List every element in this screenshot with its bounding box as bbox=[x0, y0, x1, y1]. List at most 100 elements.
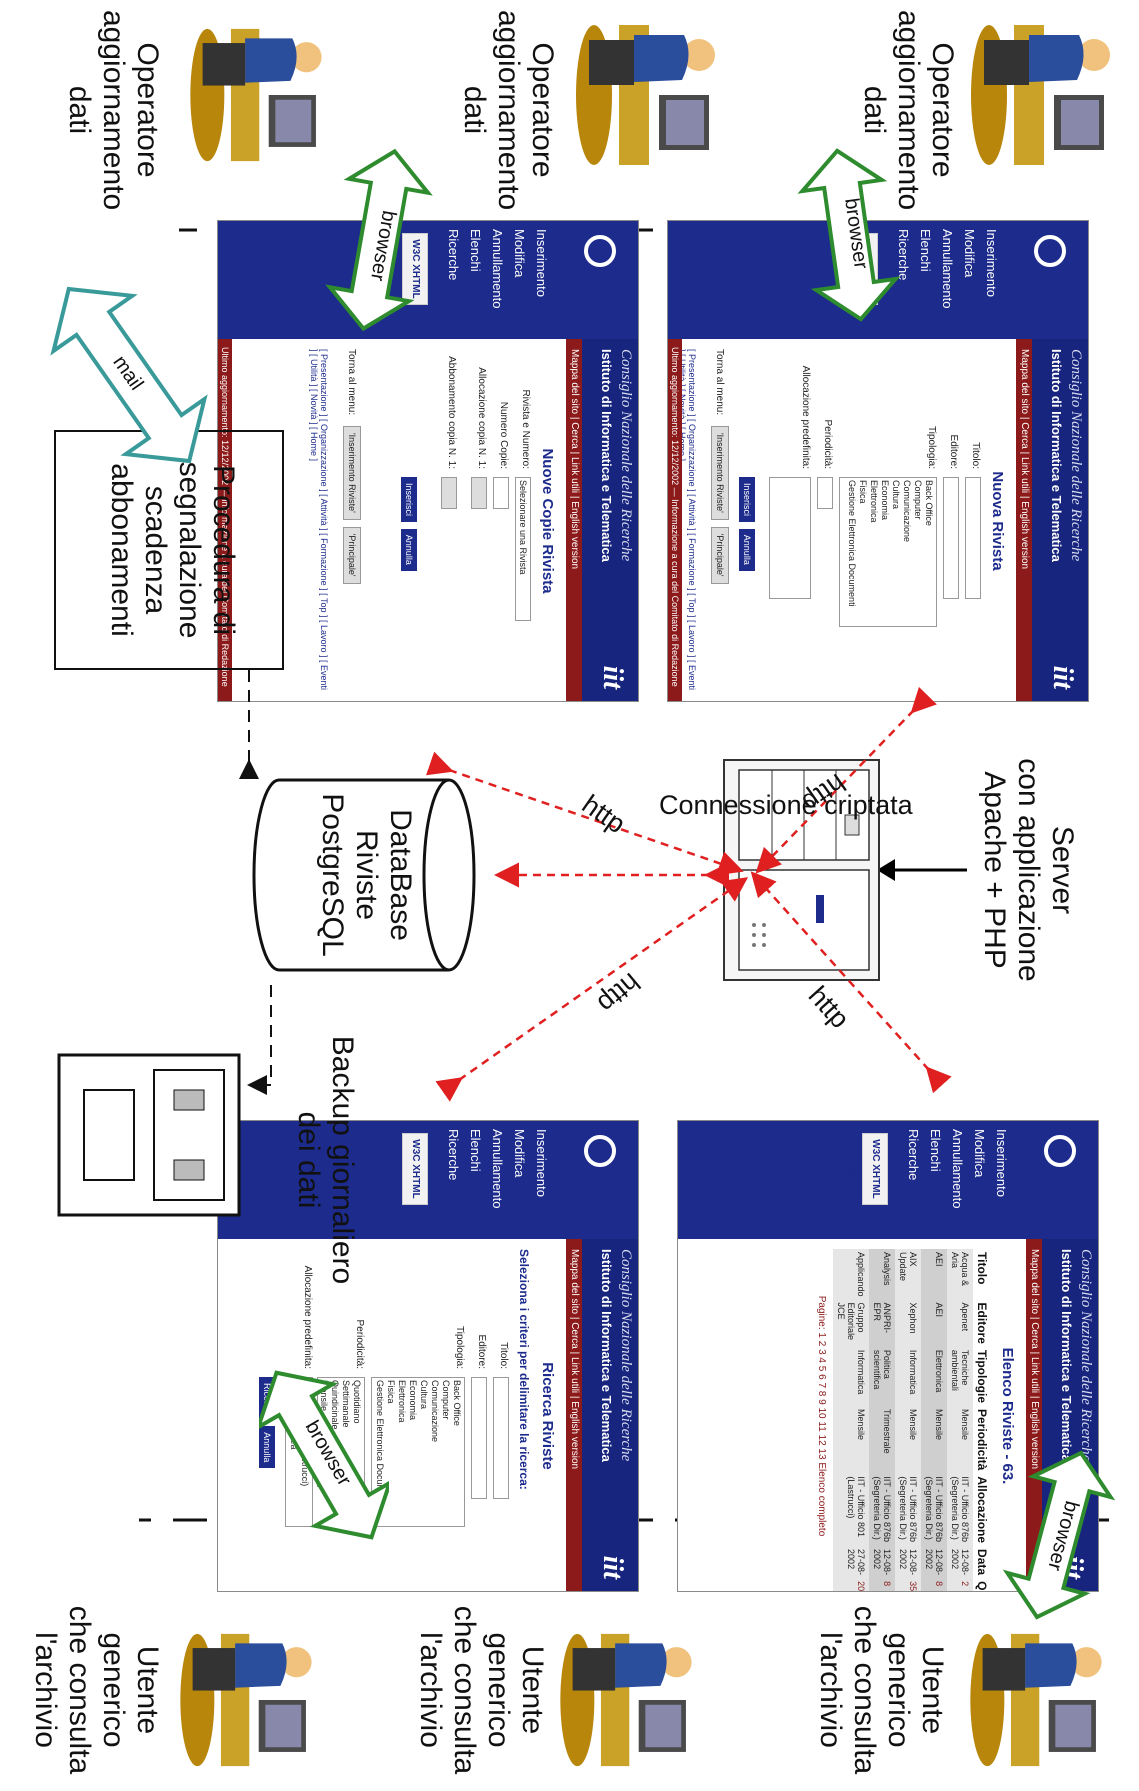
annulla-button[interactable]: Annulla bbox=[401, 528, 417, 571]
inserisci-button[interactable]: Inserisci bbox=[401, 477, 417, 523]
table-cell: Elettronica bbox=[921, 1346, 947, 1406]
field-editore: Editore: bbox=[937, 349, 959, 693]
table-cell: 12-08-2002 bbox=[895, 1546, 921, 1579]
inserimento-riviste-button[interactable]: 'Inserimento Riviste' bbox=[711, 425, 729, 520]
menu-item-modifica[interactable]: Modifica bbox=[512, 229, 527, 278]
table-cell: Mensile bbox=[833, 1406, 869, 1474]
column-header: Allocazione bbox=[975, 1476, 989, 1544]
table-cell: AIX Update bbox=[895, 1249, 921, 1300]
annulla-button[interactable]: Annulla bbox=[739, 528, 755, 571]
column-header: Periodicità bbox=[975, 1409, 989, 1471]
label-line: Utente generico bbox=[882, 1632, 949, 1748]
server-label: Server con applicazione Apache + PHP bbox=[977, 720, 1079, 1020]
quantity-link[interactable]: 2 bbox=[947, 1578, 973, 1592]
allocazione-select[interactable] bbox=[471, 477, 487, 509]
mail-arrow-icon bbox=[50, 286, 208, 464]
table-cell: IIT - Ufficio 876b (Segreteria Dir.) bbox=[869, 1473, 895, 1547]
list-item[interactable]: Back Office bbox=[452, 1380, 462, 1426]
list-item[interactable]: Economia bbox=[408, 1380, 418, 1421]
principale-button[interactable]: 'Principale' bbox=[343, 526, 361, 584]
menu-item-annullamento[interactable]: Annullamento bbox=[490, 1129, 505, 1209]
person-user-middle-icon bbox=[560, 1633, 692, 1767]
menu-item-inserimento[interactable]: Inserimento bbox=[994, 1129, 1009, 1197]
menu-item-modifica[interactable]: Modifica bbox=[972, 1129, 987, 1178]
list-item[interactable]: Gestione Elettronica Documenti bbox=[847, 480, 857, 607]
field-periodicita: Periodicità: bbox=[811, 349, 833, 693]
label-line: l'archivio bbox=[814, 1632, 847, 1748]
cnr-logo-icon bbox=[1034, 235, 1066, 267]
quantity-link[interactable]: 8 bbox=[921, 1578, 947, 1592]
label-line: DataBase bbox=[384, 809, 417, 941]
menu-item-elenchi[interactable]: Elenchi bbox=[468, 229, 483, 272]
menu-item-elenchi[interactable]: Elenchi bbox=[918, 229, 933, 272]
label-line: con applicazione bbox=[1012, 758, 1045, 982]
quantity-link[interactable]: 20 bbox=[833, 1578, 869, 1592]
page-title: Nuove Copie Rivista bbox=[539, 448, 556, 594]
list-item[interactable]: Comunicazione bbox=[430, 1380, 440, 1443]
allocazione-listbox[interactable] bbox=[769, 477, 811, 599]
torna-label: Torna al menu: bbox=[714, 349, 725, 416]
menu-item-annullamento[interactable]: Annullamento bbox=[950, 1129, 965, 1209]
form-buttons: Inserisci Annulla bbox=[401, 477, 417, 693]
table-cell: Applicando bbox=[833, 1249, 869, 1300]
titolo-input[interactable] bbox=[965, 477, 981, 599]
list-item[interactable]: Comunicazione bbox=[902, 480, 912, 543]
database-label: DataBase Riviste PostgreSQL bbox=[315, 770, 417, 980]
menu-item-ricerche[interactable]: Ricerche bbox=[906, 1129, 921, 1181]
inserimento-riviste-button[interactable]: 'Inserimento Riviste' bbox=[343, 425, 361, 520]
menu-item-inserimento[interactable]: Inserimento bbox=[984, 229, 999, 297]
list-item[interactable]: Elettronica bbox=[869, 480, 879, 523]
table-cell: Mensile bbox=[895, 1406, 921, 1474]
menu-item-inserimento[interactable]: Inserimento bbox=[534, 1129, 549, 1197]
label-line: Apache + PHP bbox=[978, 771, 1011, 969]
page-title: Nuova Rivista bbox=[989, 471, 1006, 571]
periodicita-select[interactable] bbox=[817, 477, 833, 509]
site-menu: Inserimento Modifica Annullamento Elench… bbox=[442, 229, 552, 309]
menu-item-modifica[interactable]: Modifica bbox=[512, 1129, 527, 1178]
quantity-link[interactable]: 8 bbox=[869, 1578, 895, 1592]
site-nav-strip[interactable]: Mappa del sito | Cerca | Link utili | En… bbox=[1016, 339, 1032, 701]
list-item[interactable]: Cultura bbox=[891, 480, 901, 510]
pagination[interactable]: Pagine: 1 2 3 4 5 6 7 8 9 10 11 12 13 El… bbox=[816, 1295, 827, 1537]
list-item[interactable]: Economia bbox=[880, 480, 890, 521]
menu-item-annullamento[interactable]: Annullamento bbox=[940, 229, 955, 309]
table-cell: 12-08-2002 bbox=[921, 1546, 947, 1579]
menu-item-modifica[interactable]: Modifica bbox=[962, 229, 977, 278]
tipologia-listbox[interactable]: Back Office Computer Comunicazione Cultu… bbox=[839, 477, 937, 627]
label-line: Operatore bbox=[526, 42, 559, 178]
footer-links[interactable]: [ Presentazione ] [ Organizzazione ] [ A… bbox=[309, 349, 329, 690]
list-item[interactable]: Back Office bbox=[924, 480, 934, 526]
abbonamento-select[interactable] bbox=[441, 477, 457, 509]
backup-label: Backup giornaliero dei dati bbox=[291, 1010, 359, 1310]
field-label: Editore: bbox=[948, 434, 959, 469]
menu-item-elenchi[interactable]: Elenchi bbox=[468, 1129, 483, 1172]
site-nav-strip[interactable]: Mappa del sito | Cerca | Link utili | En… bbox=[566, 1239, 582, 1591]
editore-input[interactable] bbox=[943, 477, 959, 599]
menu-item-elenchi[interactable]: Elenchi bbox=[928, 1129, 943, 1172]
editore-input[interactable] bbox=[471, 1377, 487, 1499]
list-item[interactable]: Computer bbox=[441, 1380, 451, 1420]
quantity-link[interactable]: 35 bbox=[895, 1578, 921, 1592]
menu-item-inserimento[interactable]: Inserimento bbox=[534, 229, 549, 297]
menu-item-ricerche[interactable]: Ricerche bbox=[446, 229, 461, 281]
menu-item-annullamento[interactable]: Annullamento bbox=[490, 229, 505, 309]
inserisci-button[interactable]: Inserisci bbox=[739, 477, 755, 523]
rivista-select[interactable]: Selezionare una Rivista bbox=[515, 477, 531, 621]
institute-title: Istituto di Informatica e Telematica bbox=[1049, 349, 1064, 562]
label-line: Riviste bbox=[350, 829, 383, 920]
user-label-bottom: Utente generico che consulta l'archivio bbox=[28, 1590, 164, 1790]
list-item[interactable]: Cultura bbox=[419, 1380, 429, 1410]
numero-copie-select[interactable] bbox=[493, 477, 509, 509]
field-allocazione: Allocazione predefinita: bbox=[769, 349, 811, 693]
list-item[interactable]: Elettronica bbox=[397, 1380, 407, 1423]
table-row: AEI AEI Elettronica Mensile IIT - Uffici… bbox=[921, 1249, 947, 1592]
field-label: Abbonamento copia N. 1: bbox=[446, 356, 457, 469]
browser-arrow-icon bbox=[325, 148, 433, 332]
titolo-input[interactable] bbox=[493, 1377, 509, 1499]
list-item[interactable]: Computer bbox=[913, 480, 923, 520]
principale-button[interactable]: 'Principale' bbox=[711, 526, 729, 584]
menu-item-ricerche[interactable]: Ricerche bbox=[446, 1129, 461, 1181]
site-nav-strip[interactable]: Mappa del sito | Cerca | Link utili | En… bbox=[566, 339, 582, 701]
browser-arrow-icon bbox=[1002, 1450, 1116, 1620]
list-item[interactable]: Fisica bbox=[858, 480, 868, 504]
